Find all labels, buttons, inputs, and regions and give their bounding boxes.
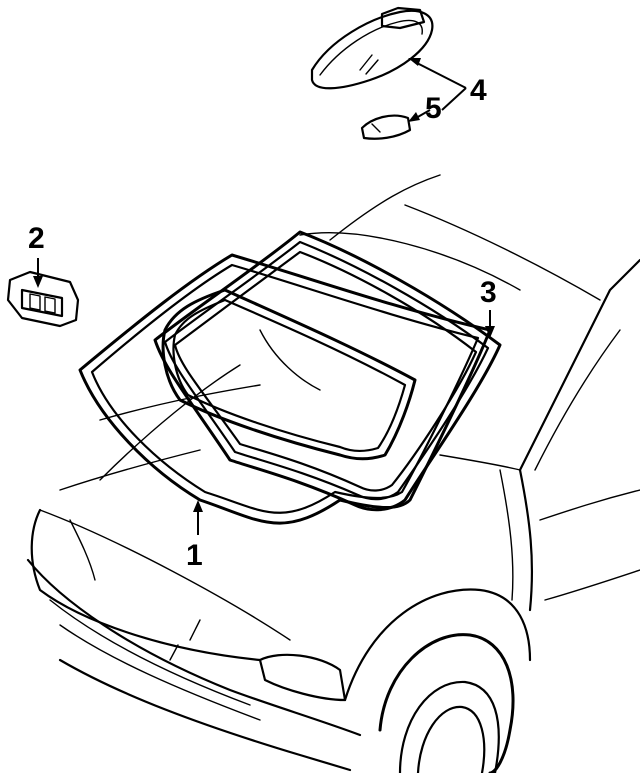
callout-label-3: 3	[480, 276, 497, 309]
mirror-mount	[360, 114, 412, 140]
sensor-bracket	[6, 270, 80, 328]
callout-arrow-2	[33, 258, 43, 288]
callout-arrow-4	[408, 58, 467, 111]
callout-arrow-5	[408, 109, 431, 122]
callout-arrow-1	[193, 500, 203, 535]
callout-label-5: 5	[425, 92, 442, 125]
windshield-moulding	[153, 230, 502, 512]
rearview-mirror	[310, 6, 434, 90]
callout-label-2: 2	[28, 222, 45, 255]
callout-label-4: 4	[470, 74, 487, 107]
callout-label-1: 1	[186, 539, 203, 572]
car-body	[26, 174, 640, 773]
callout-arrow-3	[485, 310, 495, 338]
